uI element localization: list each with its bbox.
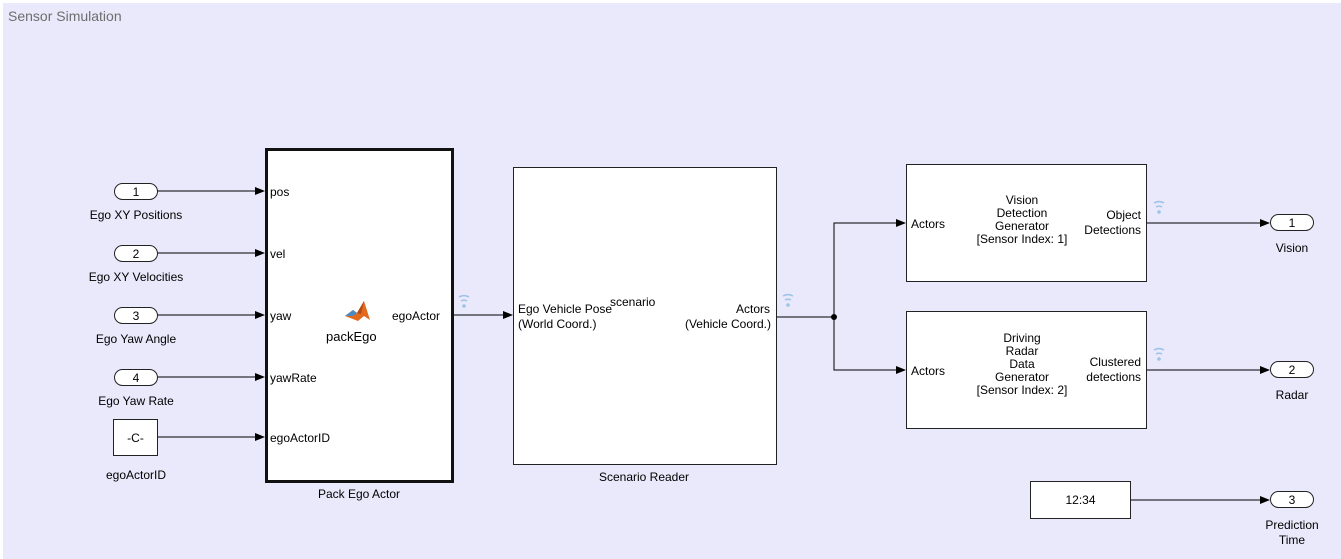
port-label-egoactor: egoActor xyxy=(392,309,441,323)
inport-number: 3 xyxy=(132,308,140,323)
inport-4[interactable]: 4 xyxy=(114,369,158,386)
inport-1[interactable]: 1 xyxy=(114,183,158,200)
outport-number: 3 xyxy=(1288,492,1296,507)
vision-block-title: Vision Detection Generator [Sensor Index… xyxy=(962,194,1082,246)
signal-wifi-icon xyxy=(458,294,470,308)
vision-title-line: [Sensor Index: 1] xyxy=(976,232,1068,246)
matlab-logo-icon xyxy=(345,301,370,321)
outport-label: Radar xyxy=(1275,388,1309,402)
port-label-vel: vel xyxy=(270,247,286,261)
inport-number: 2 xyxy=(132,246,140,261)
function-name: packEgo xyxy=(326,329,377,344)
inport-label: Ego Yaw Angle xyxy=(95,332,177,346)
outport-number: 2 xyxy=(1288,362,1296,377)
port-label-ego-pose: Ego Vehicle Pose xyxy=(518,302,613,316)
inport-number: 4 xyxy=(132,370,140,385)
port-label-yawrate: yawRate xyxy=(270,371,317,385)
port-label-detections: detections xyxy=(1086,370,1141,384)
radar-title-line: [Sensor Index: 2] xyxy=(976,383,1068,397)
scenario-reader-block[interactable] xyxy=(513,167,777,465)
pack-ego-label: Pack Ego Actor xyxy=(317,487,401,501)
wire-actors-radar xyxy=(833,317,906,374)
port-label-actors: Actors xyxy=(911,364,946,378)
outport-2[interactable]: 2 xyxy=(1270,361,1314,378)
vision-title-line: Vision xyxy=(1005,193,1039,207)
outport-3[interactable]: 3 xyxy=(1270,491,1314,508)
port-label-pos: pos xyxy=(270,185,290,199)
wire-actors-vision xyxy=(833,219,906,317)
port-label-egoactorid: egoActorID xyxy=(270,431,331,445)
port-label-detections: Detections xyxy=(1084,223,1141,237)
vision-detection-generator-block[interactable] xyxy=(906,164,1147,282)
clock-value: 12:34 xyxy=(1065,493,1096,507)
subsystem-title: Sensor Simulation xyxy=(8,8,122,24)
port-label-actors: Actors xyxy=(911,217,946,231)
scenario-reader-label: Scenario Reader xyxy=(598,470,690,484)
port-label-actors: Actors xyxy=(735,302,770,316)
digital-clock-block[interactable]: 12:34 xyxy=(1030,481,1131,519)
signal-wifi-icon xyxy=(1153,347,1165,361)
inport-label: Ego Yaw Rate xyxy=(98,394,174,408)
port-label-object: Object xyxy=(1106,208,1141,222)
outport-label: Prediction xyxy=(1265,518,1319,532)
constant-block[interactable]: -C- xyxy=(113,419,158,456)
signal-wifi-icon xyxy=(1153,200,1165,214)
branch-point xyxy=(831,314,837,320)
radar-title-line: Driving xyxy=(1003,331,1041,345)
port-label-ego-pose-coord: (World Coord.) xyxy=(518,317,597,331)
constant-value: -C- xyxy=(127,430,144,445)
port-label-clustered: Clustered xyxy=(1089,355,1141,369)
inport-2[interactable]: 2 xyxy=(114,245,158,262)
inport-3[interactable]: 3 xyxy=(114,307,158,324)
inport-number: 1 xyxy=(132,184,140,199)
outport-1[interactable]: 1 xyxy=(1270,214,1314,231)
signal-wifi-icon xyxy=(782,293,794,307)
radar-title-line: Data xyxy=(1009,357,1035,371)
radar-data-generator-block[interactable] xyxy=(906,311,1147,429)
outport-number: 1 xyxy=(1288,215,1296,230)
scenario-center-label: scenario xyxy=(610,295,656,309)
outport-label: Time xyxy=(1278,533,1306,547)
inport-label: Ego XY Positions xyxy=(89,208,183,222)
inport-label: Ego XY Velocities xyxy=(88,270,184,284)
port-label-actors-coord: (Vehicle Coord.) xyxy=(684,317,771,331)
vision-title-line: Detection xyxy=(996,206,1048,220)
radar-title-line: Generator xyxy=(994,370,1050,384)
vision-title-line: Generator xyxy=(994,219,1050,233)
constant-label: egoActorID xyxy=(105,468,167,482)
radar-block-title: Driving Radar Data Generator [Sensor Ind… xyxy=(962,332,1082,397)
radar-title-line: Radar xyxy=(1005,344,1039,358)
port-label-yaw: yaw xyxy=(270,309,292,323)
outport-label: Vision xyxy=(1275,241,1309,255)
